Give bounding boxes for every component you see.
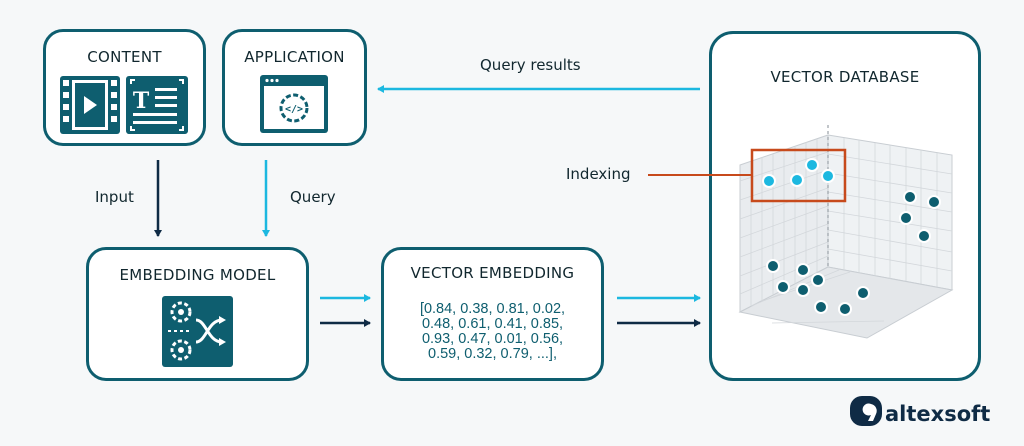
vector-embedding-box: VECTOR EMBEDDING [0.84, 0.38, 0.81, 0.02… [381, 247, 604, 381]
content-title: CONTENT [87, 48, 162, 66]
svg-text:T: T [133, 88, 150, 114]
vector-point [796, 283, 810, 297]
embedding-model-title: EMBEDDING MODEL [119, 266, 276, 284]
text-icon: T [126, 76, 188, 134]
gears-flow-icon [162, 296, 233, 367]
svg-text:</>: </> [285, 104, 303, 115]
video-icon [60, 76, 120, 134]
code-window-icon: </> [260, 75, 328, 133]
vector-embedding-title: VECTOR EMBEDDING [410, 264, 575, 282]
embedding-line: 0.48, 0.61, 0.41, 0.85, [421, 316, 564, 332]
application-title: APPLICATION [244, 48, 345, 66]
query-label: Query [290, 188, 336, 206]
embedding-line: 0.59, 0.32, 0.79, ...], [428, 346, 557, 362]
embedding-values: [0.84, 0.38, 0.81, 0.02, 0.48, 0.61, 0.4… [384, 302, 601, 362]
embedding-line: [0.84, 0.38, 0.81, 0.02, [419, 301, 566, 317]
brand-name: altexsoft [885, 402, 991, 426]
vector-point [899, 211, 913, 225]
vector-point-highlight [762, 174, 776, 188]
vector-point [927, 195, 941, 209]
indexing-label: Indexing [566, 165, 631, 183]
embedding-line: 0.93, 0.47, 0.01, 0.56, [421, 331, 564, 347]
input-label: Input [95, 188, 134, 206]
vector-point [796, 263, 810, 277]
query-results-label: Query results [480, 56, 581, 74]
vector-point [811, 273, 825, 287]
vector-point [838, 302, 852, 316]
vector-point-highlight [821, 169, 835, 183]
vector-point [814, 300, 828, 314]
vector-point [903, 190, 917, 204]
vector-point-highlight [805, 158, 819, 172]
vector-point [856, 286, 870, 300]
vector-point [776, 280, 790, 294]
altexsoft-logo-icon [850, 396, 882, 426]
vector-point-highlight [790, 173, 804, 187]
vector-point [917, 229, 931, 243]
vector-database-title: VECTOR DATABASE [770, 68, 920, 86]
indexing-highlight [750, 148, 847, 203]
vector-point [766, 259, 780, 273]
